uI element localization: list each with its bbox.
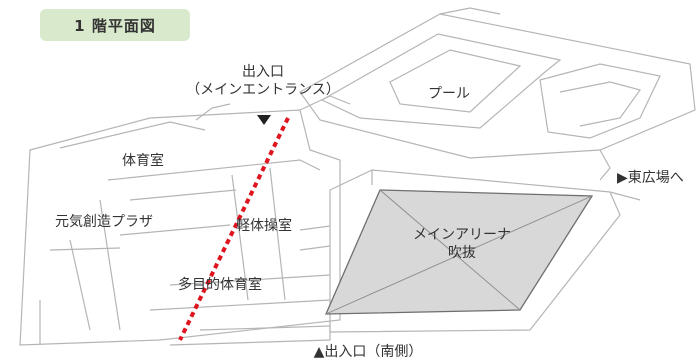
multipurpose-gym-label: 多目的体育室	[178, 277, 262, 293]
title-badge: 1 階平面図	[40, 9, 190, 41]
main-arena-label: メインアリーナ 吹抜	[413, 227, 511, 261]
gym-room-label: 体育室	[122, 153, 164, 169]
east-plaza-label: ▶東広場へ	[617, 170, 684, 186]
entrance-down-arrow-icon	[257, 115, 271, 125]
main-entrance-label: 出入口 （メインエントランス）	[186, 64, 340, 98]
main-arena-shape	[324, 189, 594, 315]
light-exercise-room-label: 軽体操室	[236, 218, 292, 234]
pool-label: プール	[428, 86, 470, 102]
building-outline	[19, 7, 696, 346]
genki-plaza-label: 元気創造プラザ	[55, 214, 153, 230]
south-entrance-label: ▲出入口（南側）	[313, 344, 423, 360]
